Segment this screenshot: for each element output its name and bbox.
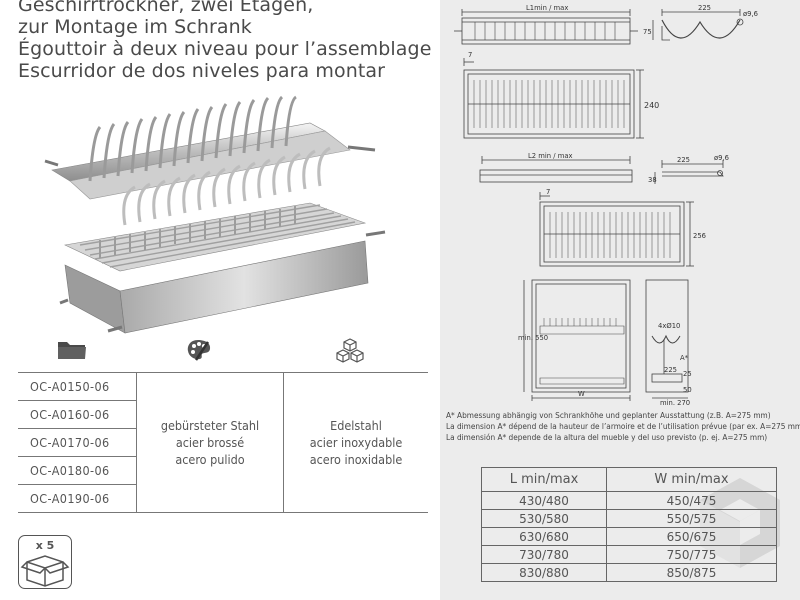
cell-w: 650/675: [606, 527, 777, 546]
package-quantity-badge: x 5: [18, 535, 72, 589]
cell-l: 530/580: [481, 509, 607, 528]
material-line: acier inoxydable: [309, 435, 403, 450]
product-code: OC-A0150-06: [18, 372, 137, 401]
product-photo: [44, 95, 386, 334]
material-line: gebürsteter Stahl: [160, 418, 260, 433]
product-code: OC-A0180-06: [18, 456, 137, 485]
product-title: Geschirrtrockner, zwei Etagen, zur Monta…: [18, 0, 438, 82]
dim-38: 38: [648, 176, 657, 184]
material-line: acero pulido: [175, 452, 245, 467]
cell-l: 830/880: [481, 563, 607, 582]
cell-l: 630/680: [481, 527, 607, 546]
dim-min-550: min. 550: [518, 334, 548, 342]
product-code: OC-A0170-06: [18, 428, 137, 457]
product-code: OC-A0190-06: [18, 484, 137, 513]
dim-l2: L2 min / max: [528, 152, 573, 160]
col-header-l: L min/max: [481, 467, 607, 492]
col-header-w: W min/max: [606, 467, 777, 492]
note-fr: La dimension A* dépend de la hauteur de …: [446, 421, 800, 431]
dim-7-top: 7: [468, 51, 472, 59]
dim-256: 256: [693, 232, 706, 240]
title-line-fr: Égouttoir à deux niveau pour l’assemblag…: [18, 38, 432, 60]
material-stainless-steel: Edelstahl acier inoxydable acero inoxida…: [283, 372, 428, 513]
package-qty: x 5: [35, 539, 55, 552]
dim-25: 25: [683, 370, 692, 378]
title-line-de: Geschirrtrockner, zwei Etagen,: [18, 0, 314, 16]
product-code: OC-A0160-06: [18, 400, 137, 429]
cell-w: 850/875: [606, 563, 777, 582]
dim-7-mid: 7: [546, 188, 550, 196]
cell-w: 550/575: [606, 509, 777, 528]
dim-holes: 4xØ10: [658, 322, 680, 330]
dim-w: W: [578, 390, 585, 398]
palette-icon: [186, 338, 212, 366]
title-line-de-2: zur Montage im Schrank: [18, 16, 252, 38]
dim-diameter-top: ø9,6: [743, 10, 758, 18]
dim-l1: L1min / max: [526, 4, 568, 12]
material-brushed-steel: gebürsteter Stahl acier brossé acero pul…: [136, 372, 284, 513]
technical-drawing: L1min / max 225 ø9,6 75 7 240 L2 min / m…: [454, 4, 758, 407]
dim-50: 50: [683, 386, 692, 394]
note-es: La dimensión A* depende de la altura del…: [446, 432, 768, 442]
material-line: Edelstahl: [330, 418, 382, 433]
dim-min-270: min. 270: [660, 399, 690, 407]
dim-225-low: 225: [664, 366, 677, 374]
dim-75: 75: [643, 28, 652, 36]
cell-l: 430/480: [481, 491, 607, 510]
cell-l: 730/780: [481, 545, 607, 564]
dim-a: A*: [680, 354, 689, 362]
dimension-notes: A* Abmessung abhängig von Schrankhöhe un…: [446, 410, 800, 443]
folder-icon: [57, 338, 87, 364]
title-line-es: Escurridor de dos niveles para montar: [18, 60, 386, 82]
dim-225-top: 225: [698, 4, 711, 12]
note-de: A* Abmessung abhängig von Schrankhöhe un…: [446, 410, 771, 420]
dim-240: 240: [644, 101, 659, 110]
product-codes-table: OC-A0150-06 gebürsteter Stahl acier bros…: [18, 372, 428, 513]
cell-w: 450/475: [606, 491, 777, 510]
cell-w: 750/775: [606, 545, 777, 564]
box-icon: [20, 555, 70, 587]
cubes-icon: [336, 338, 364, 368]
dim-diameter-mid: ø9,6: [714, 154, 729, 162]
material-line: acero inoxidable: [309, 452, 403, 467]
feature-icons: [0, 336, 430, 366]
dim-225-mid: 225: [677, 156, 690, 164]
material-line: acier brossé: [175, 435, 245, 450]
